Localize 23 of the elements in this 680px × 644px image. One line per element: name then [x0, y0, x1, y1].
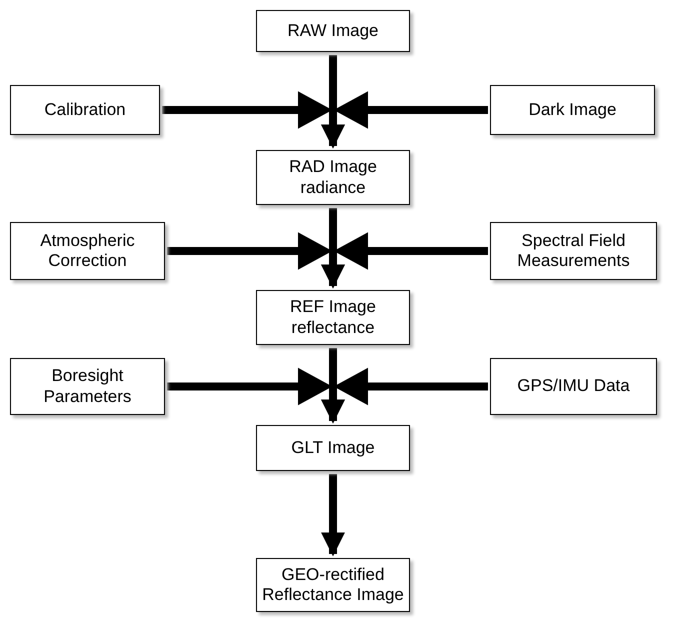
- box-label: GLT Image: [291, 438, 375, 458]
- box-label: Calibration: [44, 100, 126, 120]
- process-box: [490, 222, 657, 280]
- process-box: [490, 358, 657, 415]
- process-box: [10, 222, 165, 280]
- process-box: [10, 358, 165, 415]
- box-label: Spectral Field Measurements: [516, 230, 631, 272]
- process-box: [490, 85, 655, 135]
- box-label: Dark Image: [528, 100, 616, 120]
- process-box: [256, 290, 410, 345]
- box-label: Atmospheric Correction: [39, 230, 136, 272]
- arrow: [321, 474, 345, 556]
- box-label: RAD Image radiance: [288, 157, 378, 198]
- box-label: GEO-rectified Reflectance Image: [261, 564, 405, 606]
- process-box: [256, 150, 410, 205]
- box-label: Boresight Parameters: [42, 366, 132, 407]
- process-box: [256, 425, 410, 471]
- box-label: REF Image reflectance: [289, 297, 377, 338]
- box-label: RAW Image: [287, 20, 378, 42]
- box-label: GPS/IMU Data: [517, 376, 630, 397]
- process-box: [256, 558, 410, 612]
- process-box: [256, 10, 410, 52]
- process-box: [10, 85, 160, 135]
